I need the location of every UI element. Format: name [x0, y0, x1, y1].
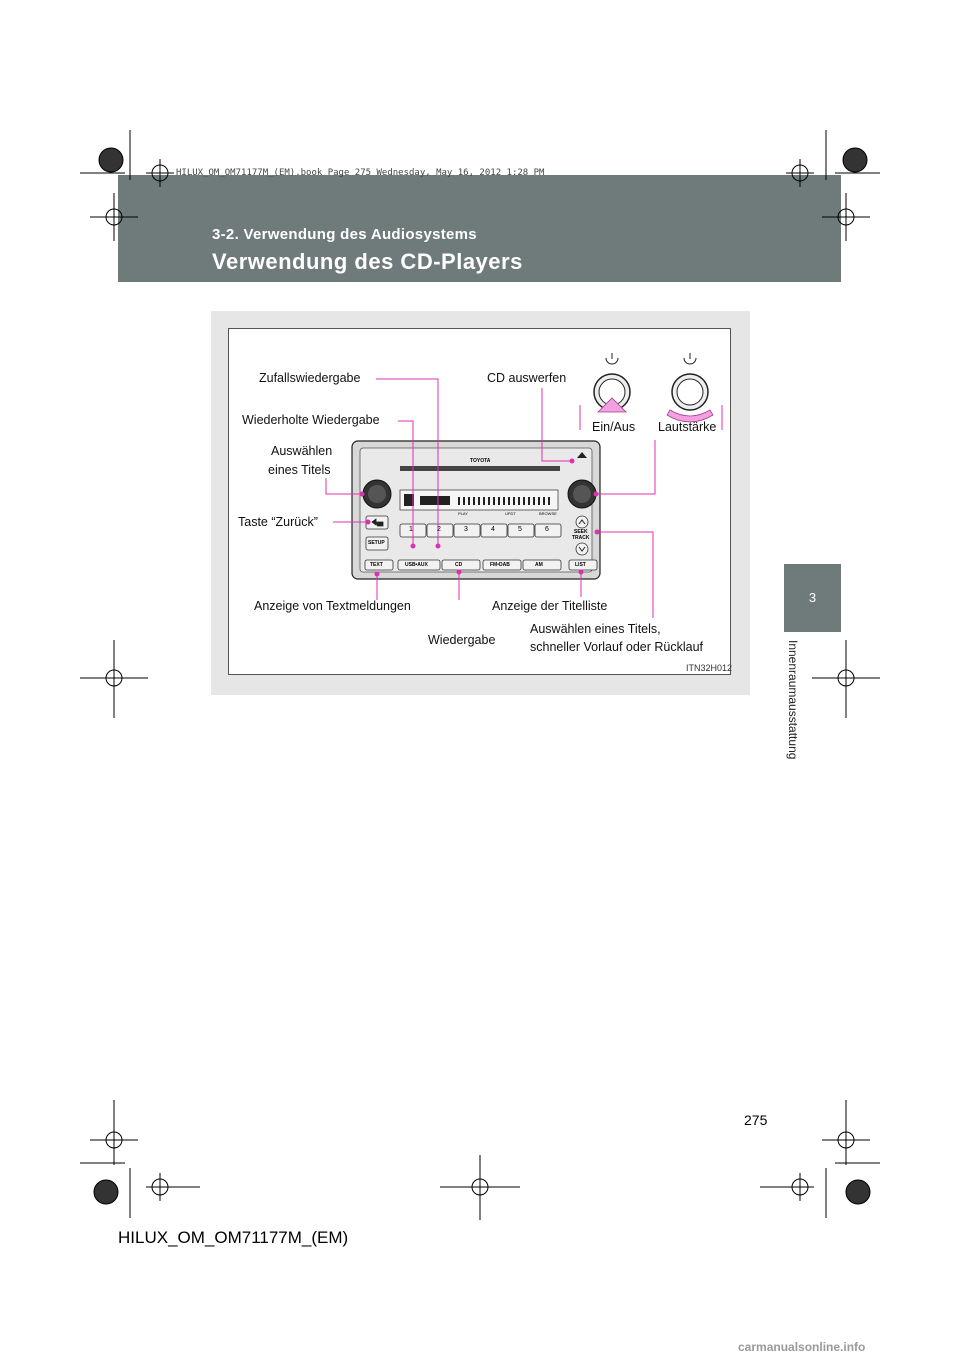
callout-play: Wiedergabe [428, 633, 496, 647]
setup-label: SETUP [368, 540, 385, 546]
preset-2: 2 [437, 526, 441, 533]
seek-up-button [575, 515, 589, 529]
power-icon [605, 357, 619, 365]
header-band [118, 175, 841, 282]
registration-mark-icon [146, 159, 174, 187]
chapter-tab [784, 564, 841, 632]
cd-button-label: CD [455, 562, 463, 568]
callout-text-display: Anzeige von Textmeldungen [254, 599, 411, 613]
callout-select-track-1: Auswählen [271, 444, 333, 458]
preset-3: 3 [464, 526, 468, 533]
power-icon-2 [683, 357, 697, 365]
brand-label: TOYOTA [470, 458, 491, 464]
seek-down-button [575, 542, 589, 556]
chapter-number: 3 [808, 590, 817, 605]
callout-power: Ein/Aus [592, 420, 636, 434]
callout-eject: CD auswerfen [487, 371, 567, 385]
print-info: HILUX_OM_OM71177M_(EM).book Page 275 Wed… [176, 168, 545, 178]
callout-volume: Lautstärke [658, 420, 717, 434]
rotate-arrow-icon [666, 409, 714, 423]
page-title: Verwendung des CD-Players [212, 249, 523, 274]
callout-select-track-2: eines Titels [268, 463, 331, 477]
usb-aux-button-label: USB•AUX [405, 562, 428, 568]
browse-label: BROWSE [539, 511, 557, 516]
list-button-label: LIST [575, 562, 586, 568]
track-label: TRACK [572, 535, 590, 541]
callout-random: Zufallswiedergabe [259, 371, 361, 385]
updt-label: UPDT [505, 511, 516, 516]
chevron-up-icon [578, 519, 586, 525]
figure-code: ITN32H012 [686, 663, 733, 673]
setup-button [365, 536, 389, 551]
preset-6: 6 [545, 526, 549, 533]
seek-label: SEEK [574, 529, 588, 535]
watermark: carmanualsonline.info [738, 1340, 866, 1354]
section-label: 3-2. Verwendung des Audiosystems [212, 226, 477, 243]
back-arrow-icon [371, 518, 384, 527]
page-number: 275 [744, 1112, 768, 1128]
eject-icon [577, 452, 587, 458]
preset-4: 4 [491, 526, 495, 533]
chevron-down-icon [578, 546, 586, 552]
footer-doc-id: HILUX_OM_OM71177M_(EM) [118, 1228, 349, 1247]
am-button-label: AM [535, 562, 543, 568]
press-arrow-icon [597, 397, 627, 413]
cd-slot [400, 466, 560, 471]
play-label: PLAY [458, 511, 468, 516]
text-button-label: TEXT [370, 562, 383, 568]
preset-1: 1 [409, 526, 413, 533]
callout-repeat: Wiederholte Wiedergabe [242, 413, 380, 427]
callout-lines [325, 378, 723, 618]
preset-5: 5 [518, 526, 522, 533]
callout-seek-1: Auswählen eines Titels, [530, 622, 661, 636]
fm-dab-button-label: FM•DAB [490, 562, 510, 568]
callout-list-display: Anzeige der Titelliste [492, 599, 608, 613]
callout-back: Taste “Zurück” [238, 515, 318, 529]
callout-seek-2: schneller Vorlauf oder Rücklauf [530, 640, 704, 654]
